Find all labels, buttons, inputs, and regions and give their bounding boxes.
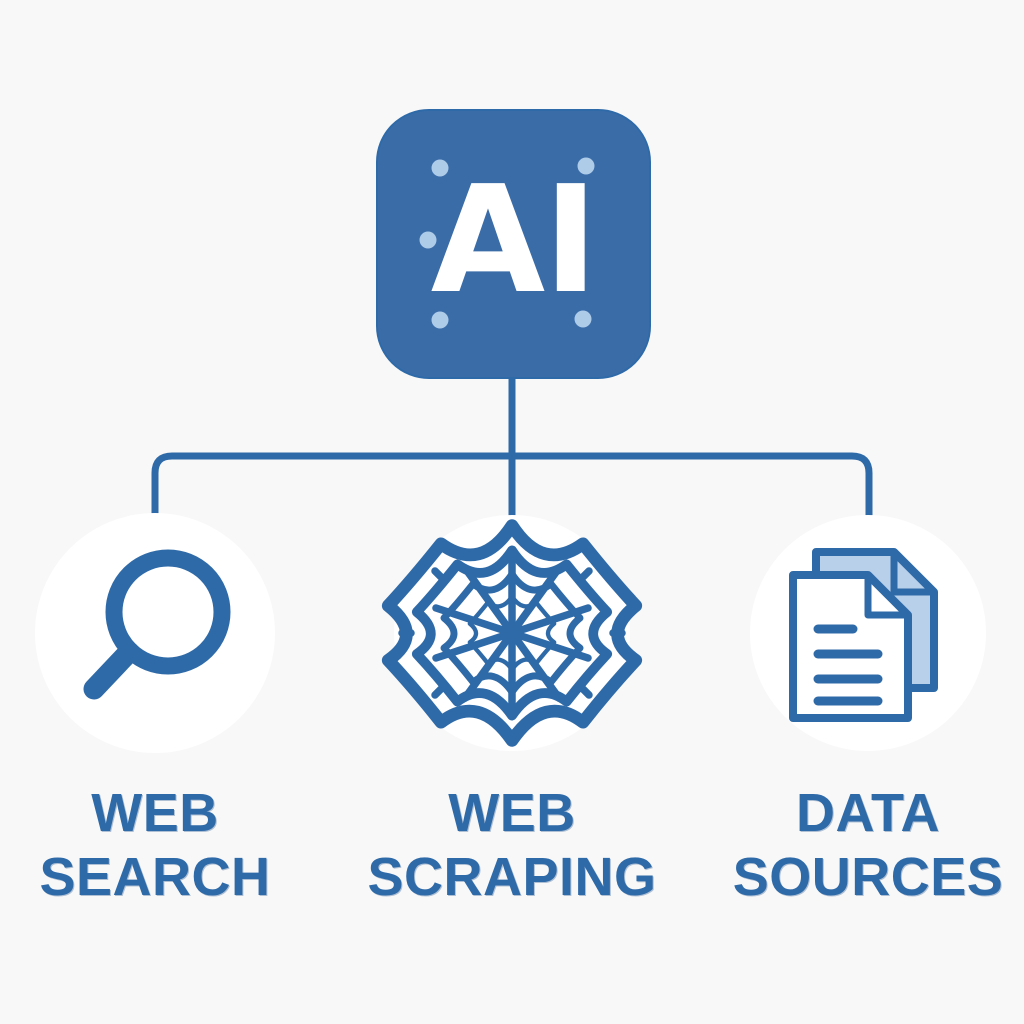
leaf-node-data-sources[interactable] <box>750 515 986 751</box>
label-web-scraping: WEB SCRAPING <box>347 782 677 909</box>
leaf-node-web-search[interactable] <box>35 513 275 753</box>
magnifier-lens <box>105 549 231 675</box>
spider-web-icon <box>381 519 643 747</box>
label-data-sources-line1: DATA <box>796 783 940 843</box>
label-data-sources-line2: SOURCES <box>732 846 1004 907</box>
ai-node-dots <box>419 157 595 329</box>
dot-bottom-right <box>574 310 592 328</box>
web-rings <box>381 519 643 747</box>
dot-top-left <box>431 159 449 177</box>
label-web-search-line1: WEB <box>91 783 219 843</box>
ai-node-body <box>376 109 651 379</box>
document-back-fold <box>890 552 934 596</box>
document-front-fold <box>864 575 908 619</box>
connector-bus <box>151 452 873 528</box>
documents-icon <box>789 548 938 722</box>
label-web-search: WEB SEARCH <box>0 782 320 909</box>
magnifier-icon <box>83 549 231 700</box>
label-web-scraping-line1: WEB <box>448 783 576 843</box>
label-web-search-line2: SEARCH <box>39 846 271 907</box>
leaf-node-web-scraping[interactable] <box>381 515 643 751</box>
label-web-scraping-line2: SCRAPING <box>367 846 657 907</box>
magnifier-handle <box>83 641 140 700</box>
label-data-sources: DATA SOURCES <box>703 782 1024 909</box>
document-text-lines <box>813 624 883 706</box>
ai-root-node[interactable] <box>376 109 651 379</box>
dot-bottom-left <box>431 311 449 329</box>
web-search-circle <box>35 513 275 753</box>
connector-lines <box>151 368 873 528</box>
dot-mid-left <box>419 231 437 249</box>
dot-top-right <box>577 157 595 175</box>
web-hub <box>501 622 523 644</box>
